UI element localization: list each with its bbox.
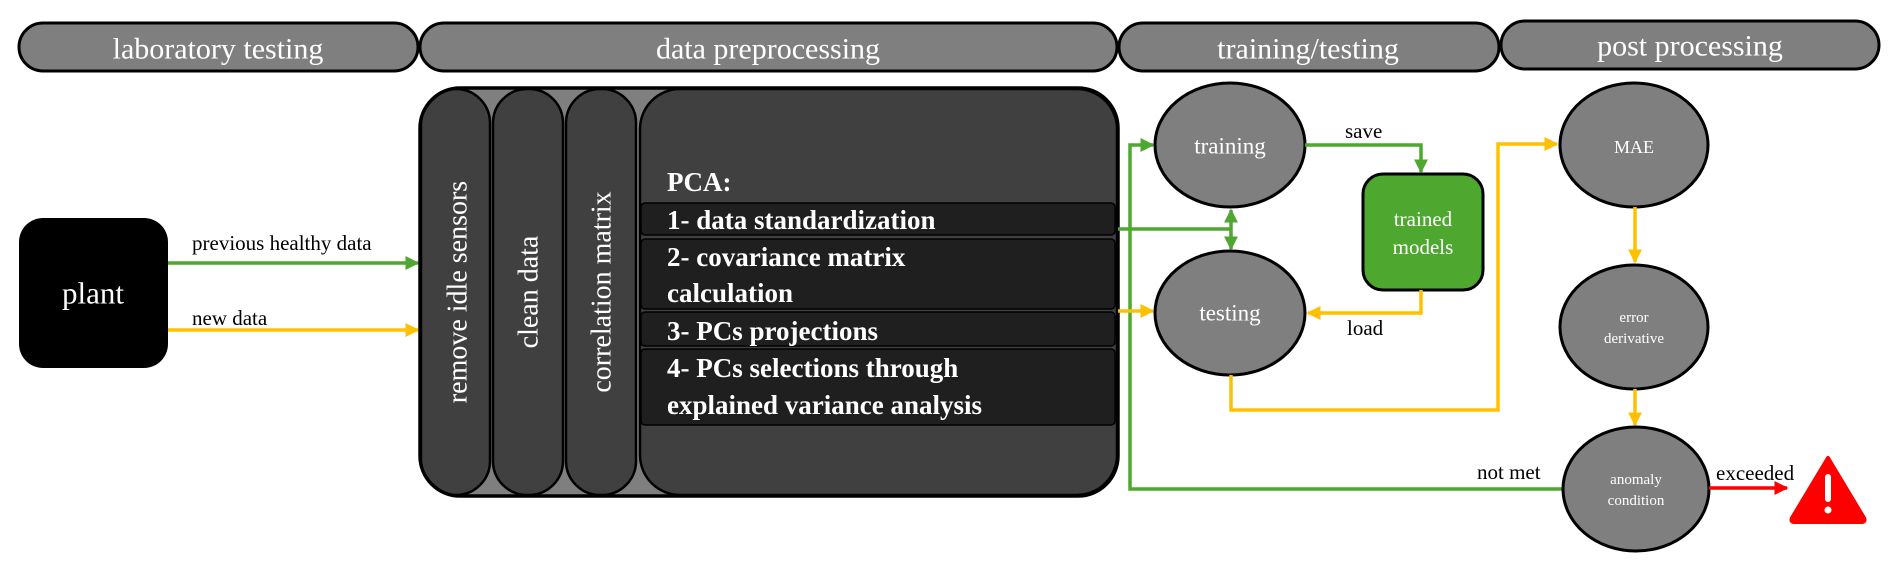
not-met-label: not met xyxy=(1477,460,1541,484)
mae-node: MAE xyxy=(1558,81,1710,209)
pca-step-3: 3- PCs projections xyxy=(667,316,878,346)
previous-healthy-data-label: previous healthy data xyxy=(192,231,372,255)
trained-models-label-line-1: trained xyxy=(1394,207,1453,231)
testing-node: testing xyxy=(1153,249,1307,377)
mae-label: MAE xyxy=(1614,137,1654,157)
training-node: training xyxy=(1153,81,1307,209)
pca-step-row xyxy=(640,311,1116,347)
load-arrow xyxy=(1306,290,1423,320)
pca-step-row xyxy=(640,238,1116,310)
pca-step-row xyxy=(640,202,1116,236)
testing-to-mae-arrow xyxy=(1229,137,1559,412)
warning-triangle-icon xyxy=(1789,456,1867,524)
load-label: load xyxy=(1347,316,1384,340)
plant-label: plant xyxy=(62,276,124,311)
pca-step-row xyxy=(640,348,1116,426)
column-label-remove-idle-sensors: remove idle sensors xyxy=(443,181,474,403)
new-data-label: new data xyxy=(192,306,268,330)
save-label: save xyxy=(1345,119,1382,143)
stage-header-label: data preprocessing xyxy=(656,33,880,66)
error-derivative-label-line-2: derivative xyxy=(1604,331,1664,347)
pca-step-1: 1- data standardization xyxy=(667,205,936,235)
not-met-feedback-arrow xyxy=(1128,138,1567,491)
anomaly-condition-label-line-2: condition xyxy=(1608,493,1665,509)
stage-header-label: training/testing xyxy=(1217,33,1399,66)
stage-header-data-preprocessing: data preprocessing xyxy=(418,21,1119,73)
anomaly-condition-node: anomaly condition xyxy=(1561,425,1711,553)
stage-header-training-testing: training/testing xyxy=(1117,21,1501,73)
anomaly-condition-label-line-1: anomaly xyxy=(1610,472,1662,488)
error-derivative-node: error derivative xyxy=(1558,263,1710,391)
trained-models-label-line-2: models xyxy=(1393,235,1454,259)
pca-step-2-line-1: 2- covariance matrix xyxy=(667,242,906,272)
testing-label: testing xyxy=(1199,301,1261,326)
column-label-clean-data: clean data xyxy=(514,235,545,348)
preprocessing-container: remove idle sensors clean data correlati… xyxy=(418,86,1120,498)
exceeded-label: exceeded xyxy=(1716,461,1795,485)
pca-step-4-line-2: explained variance analysis xyxy=(667,390,982,420)
pca-step-2-line-2: calculation xyxy=(667,278,793,308)
pca-title: PCA: xyxy=(667,167,731,197)
training-label: training xyxy=(1194,134,1266,159)
column-label-correlation-matrix: correlation matrix xyxy=(587,191,618,392)
stage-header-post-processing: post processing xyxy=(1499,19,1881,71)
error-derivative-label-line-1: error xyxy=(1619,310,1648,326)
stage-header-laboratory-testing: laboratory testing xyxy=(17,21,420,73)
trained-models-node: trained models xyxy=(1361,172,1485,292)
stage-header-label: laboratory testing xyxy=(113,33,324,66)
plant-node: plant xyxy=(19,218,168,368)
save-arrow xyxy=(1305,143,1428,174)
pca-step-4-line-1: 4- PCs selections through xyxy=(667,353,958,383)
stage-header-label: post processing xyxy=(1597,30,1783,63)
